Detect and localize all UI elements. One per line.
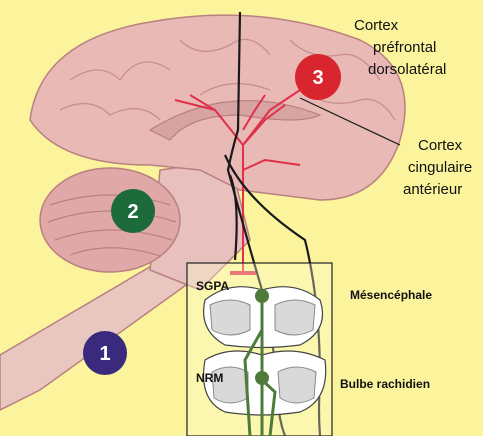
label-mesencephale: Mésencéphale	[350, 288, 432, 302]
svg-text:1: 1	[99, 343, 110, 365]
label-cortex-prefrontal-1: Cortex	[354, 17, 399, 34]
label-cortex-cingulaire-1: Cortex	[418, 137, 463, 154]
label-cortex-cingulaire-3: antérieur	[403, 181, 462, 198]
label-sgpa: SGPA	[196, 279, 229, 293]
nrm-node	[255, 371, 269, 385]
label-nrm: NRM	[196, 371, 223, 385]
marker-3: 3	[295, 54, 341, 100]
sgpa-node	[255, 289, 269, 303]
svg-text:3: 3	[312, 67, 323, 89]
label-bulbe-rachidien: Bulbe rachidien	[340, 377, 430, 391]
marker-1: 1	[83, 331, 127, 375]
label-cortex-prefrontal-3: dorsolatéral	[368, 61, 446, 78]
label-cortex-prefrontal-2: préfrontal	[373, 39, 436, 56]
svg-text:2: 2	[127, 201, 138, 223]
label-cortex-cingulaire-2: cingulaire	[408, 159, 472, 176]
cerebellum	[40, 168, 180, 272]
marker-2: 2	[111, 189, 155, 233]
